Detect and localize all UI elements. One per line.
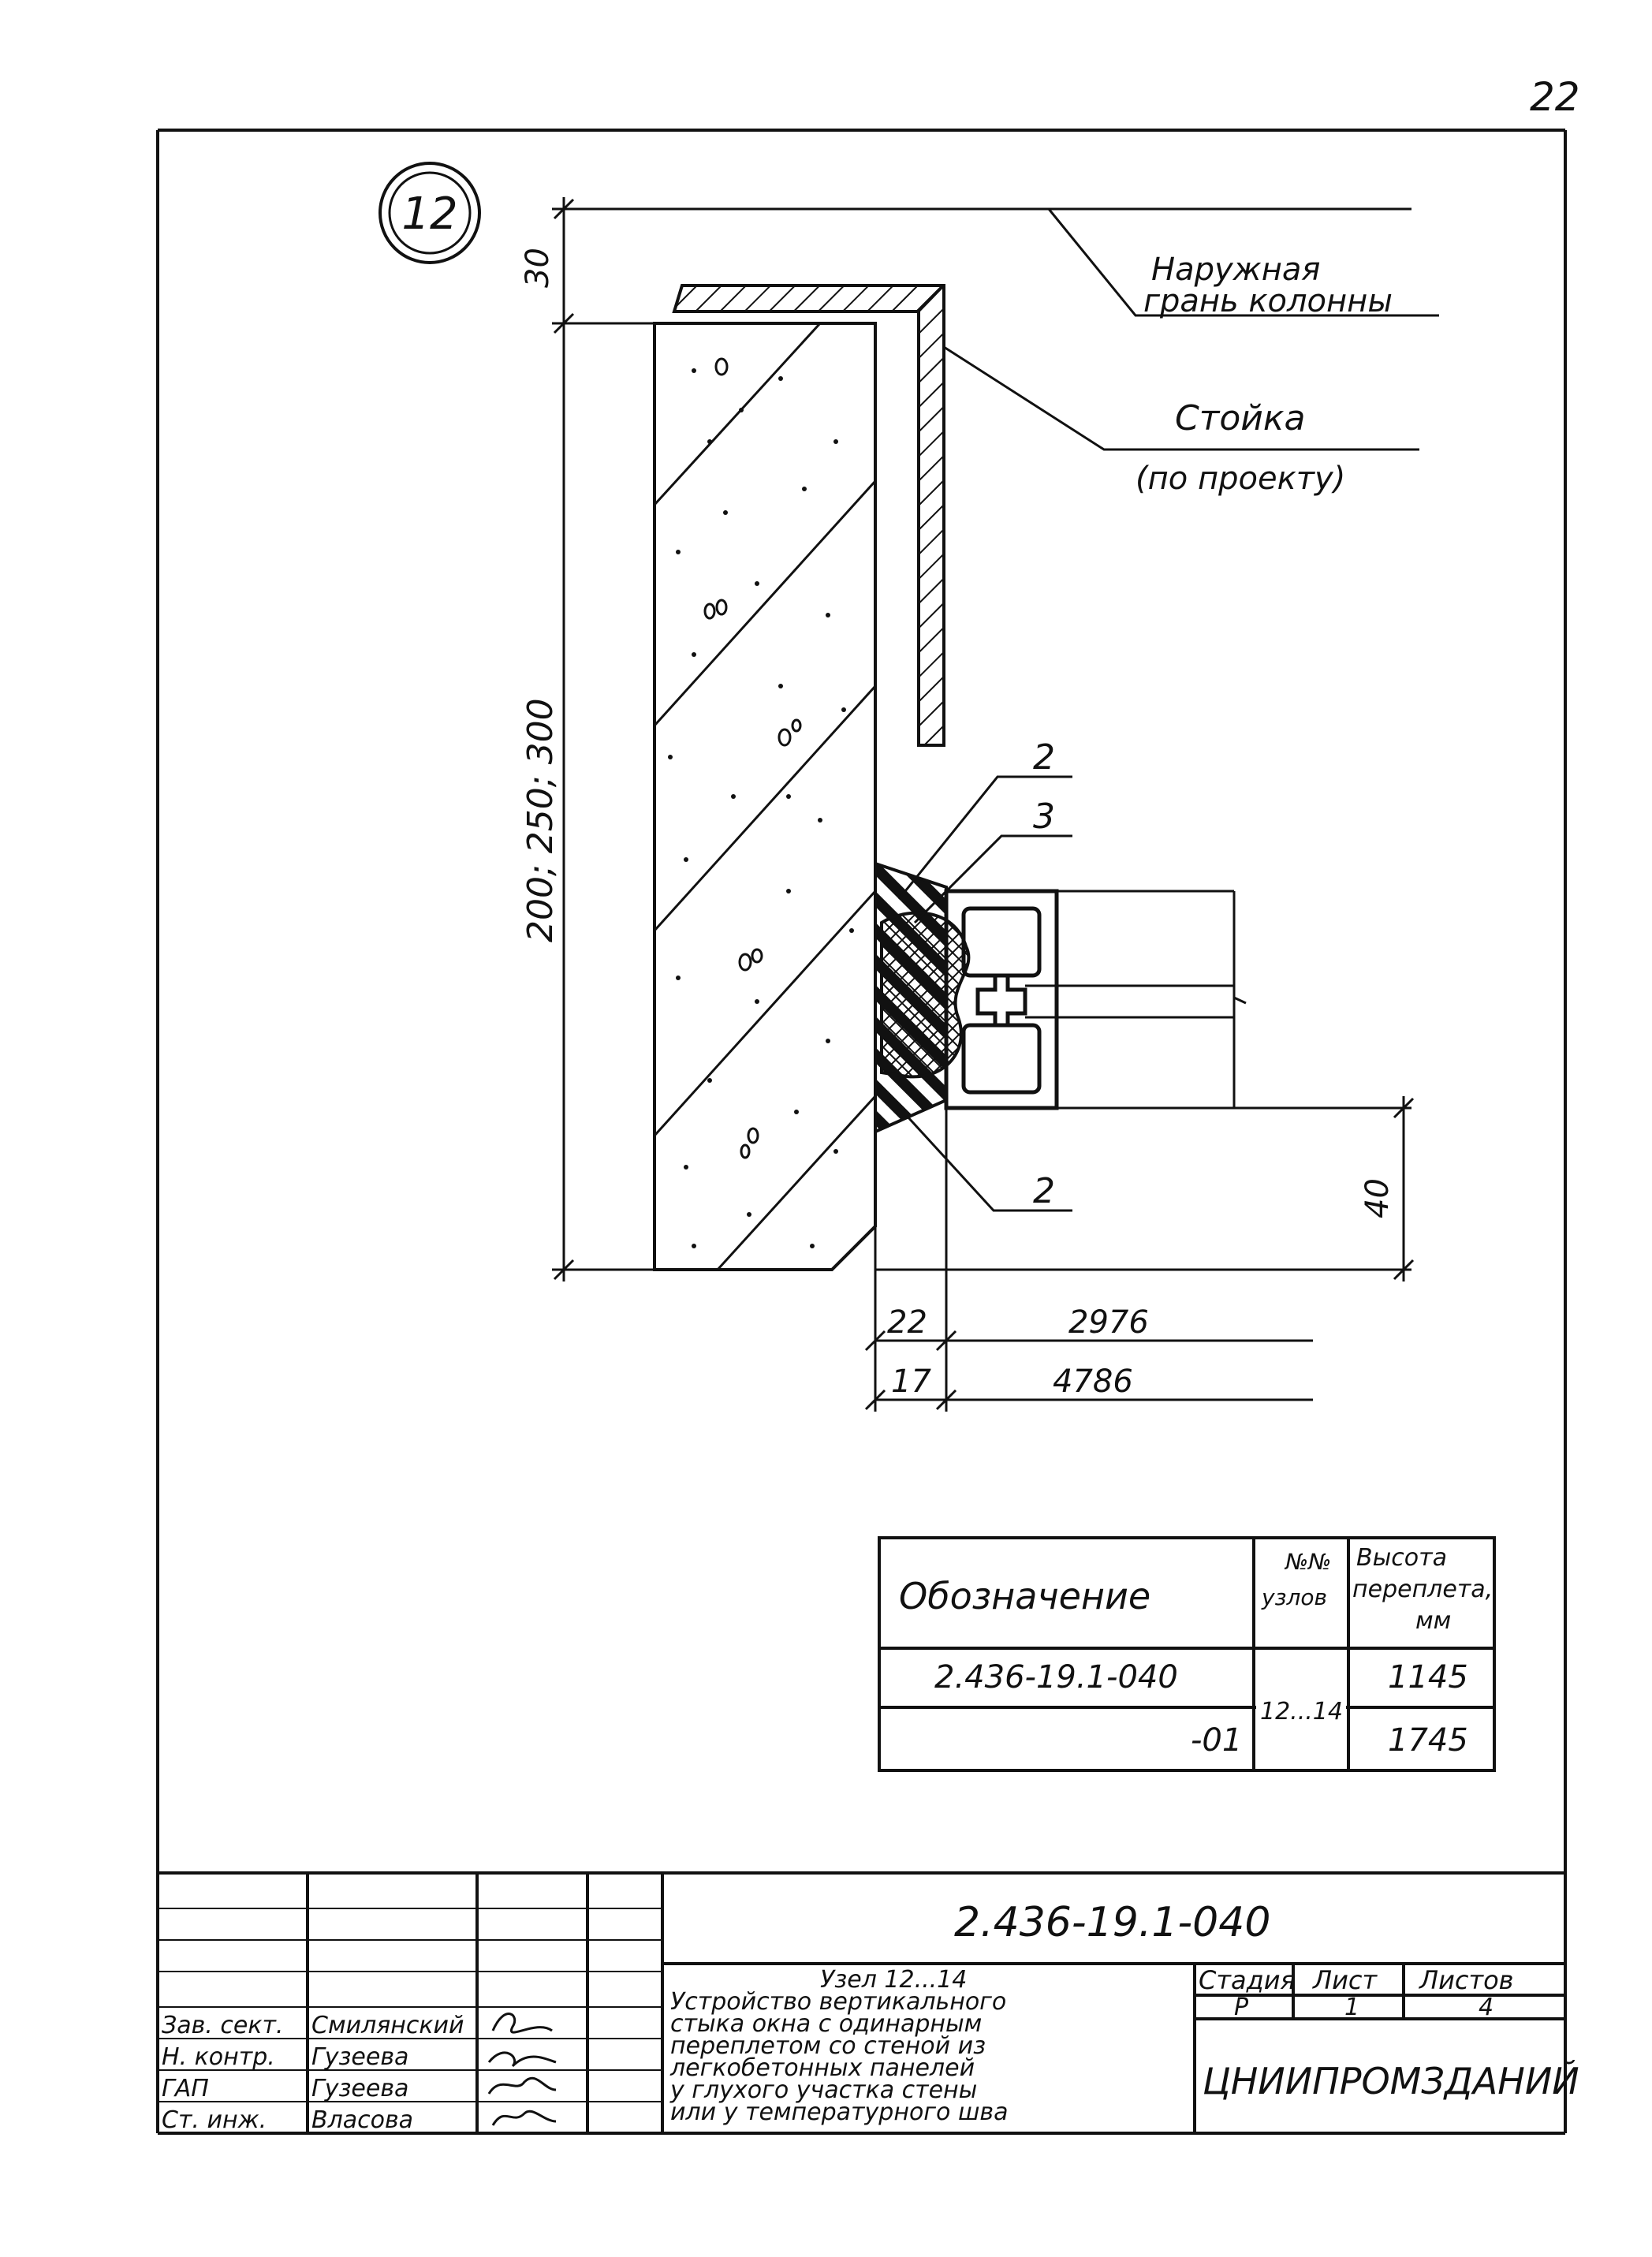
callout-item-3: 3 — [1033, 796, 1055, 837]
role-1: Зав. сект. — [162, 2012, 283, 2039]
dim-4786: 4786 — [1053, 1364, 1133, 1400]
wall-panel — [653, 322, 877, 1271]
title-line-5: легкобетонных панелей — [669, 2054, 975, 2082]
spec-nodes-value: 12...14 — [1260, 1698, 1343, 1725]
organization: ЦНИИПРОМЗДАНИЙ — [1203, 2060, 1579, 2102]
role-4: Ст. инж. — [162, 2106, 267, 2134]
dim-22: 22 — [887, 1304, 927, 1341]
sheet-frame — [156, 129, 1567, 2135]
callout-post-2: (по проекту) — [1136, 461, 1345, 497]
dim-40: 40 — [1359, 1178, 1396, 1218]
title-doc-code: 2.436-19.1-040 — [954, 1899, 1270, 1946]
role-3: ГАП — [162, 2075, 209, 2102]
spec-row2-designation: -01 — [1191, 1722, 1242, 1759]
spec-header-nodes-2: узлов — [1261, 1584, 1327, 1610]
leader-lines — [897, 208, 1439, 1212]
signature-marks — [487, 2013, 557, 2126]
spec-row2-height: 1745 — [1388, 1722, 1468, 1759]
steel-angle-post — [672, 284, 945, 747]
title-line-6: у глухого участка стены — [669, 2076, 977, 2104]
spec-header-nodes-1: №№ — [1284, 1549, 1331, 1575]
callout-outer-face-2: грань колонны — [1143, 283, 1393, 319]
dim-wall-thickness: 200; 250; 300 — [520, 698, 561, 942]
name-3: Гузеева — [311, 2075, 408, 2102]
window-profile — [944, 889, 1059, 1110]
node-marker: 12 — [379, 162, 481, 264]
spec-header-height-1: Высота — [1356, 1544, 1447, 1572]
name-2: Гузеева — [311, 2043, 408, 2071]
spec-header-designation: Обозначение — [899, 1575, 1150, 1617]
stage-value: Р — [1234, 1994, 1249, 2021]
dimension-lines — [552, 197, 1415, 1412]
title-line-3: стыка окна с одинарным — [670, 2010, 982, 2038]
title-line-7: или у температурного шва — [670, 2098, 1008, 2126]
title-line-1: Узел 12...14 — [820, 1966, 967, 1994]
sheets-value: 4 — [1479, 1994, 1494, 2021]
spec-header-height-2: переплета, — [1352, 1576, 1493, 1603]
callout-item-2-top: 2 — [1033, 737, 1055, 778]
spec-table: Обозначение №№ узлов Высота переплета, м… — [878, 1536, 1496, 1772]
role-2: Н. контр. — [162, 2043, 275, 2071]
page-number: 22 — [1530, 74, 1580, 120]
sheet-value: 1 — [1344, 1994, 1359, 2021]
sheet-label: Лист — [1312, 1965, 1378, 1995]
stage-label: Стадия — [1199, 1965, 1296, 1995]
callout-item-2-bottom: 2 — [1033, 1171, 1055, 1211]
callout-outer-face-1: Наружная — [1151, 252, 1320, 288]
spec-header-height-3: мм — [1415, 1607, 1451, 1635]
title-block: 2.436-19.1-040 Зав. сект. Н. контр. ГАП … — [158, 1871, 1579, 2134]
spec-row1-height: 1145 — [1388, 1659, 1468, 1696]
title-line-4: переплетом со стеной из — [670, 2032, 986, 2060]
glazing-lines — [1025, 890, 1247, 1110]
sheets-label: Листов — [1419, 1965, 1514, 1995]
node-number: 12 — [401, 188, 457, 240]
dim-2976: 2976 — [1068, 1304, 1149, 1341]
title-line-2: Устройство вертикального — [670, 1988, 1006, 2016]
spec-row1-designation: 2.436-19.1-040 — [934, 1659, 1178, 1696]
joint-seal — [874, 861, 971, 1135]
callout-post-1: Стойка — [1175, 398, 1305, 438]
name-4: Власова — [311, 2106, 413, 2134]
dim-17: 17 — [891, 1364, 931, 1400]
dim-30: 30 — [520, 248, 556, 288]
name-1: Смилянский — [311, 2012, 464, 2039]
